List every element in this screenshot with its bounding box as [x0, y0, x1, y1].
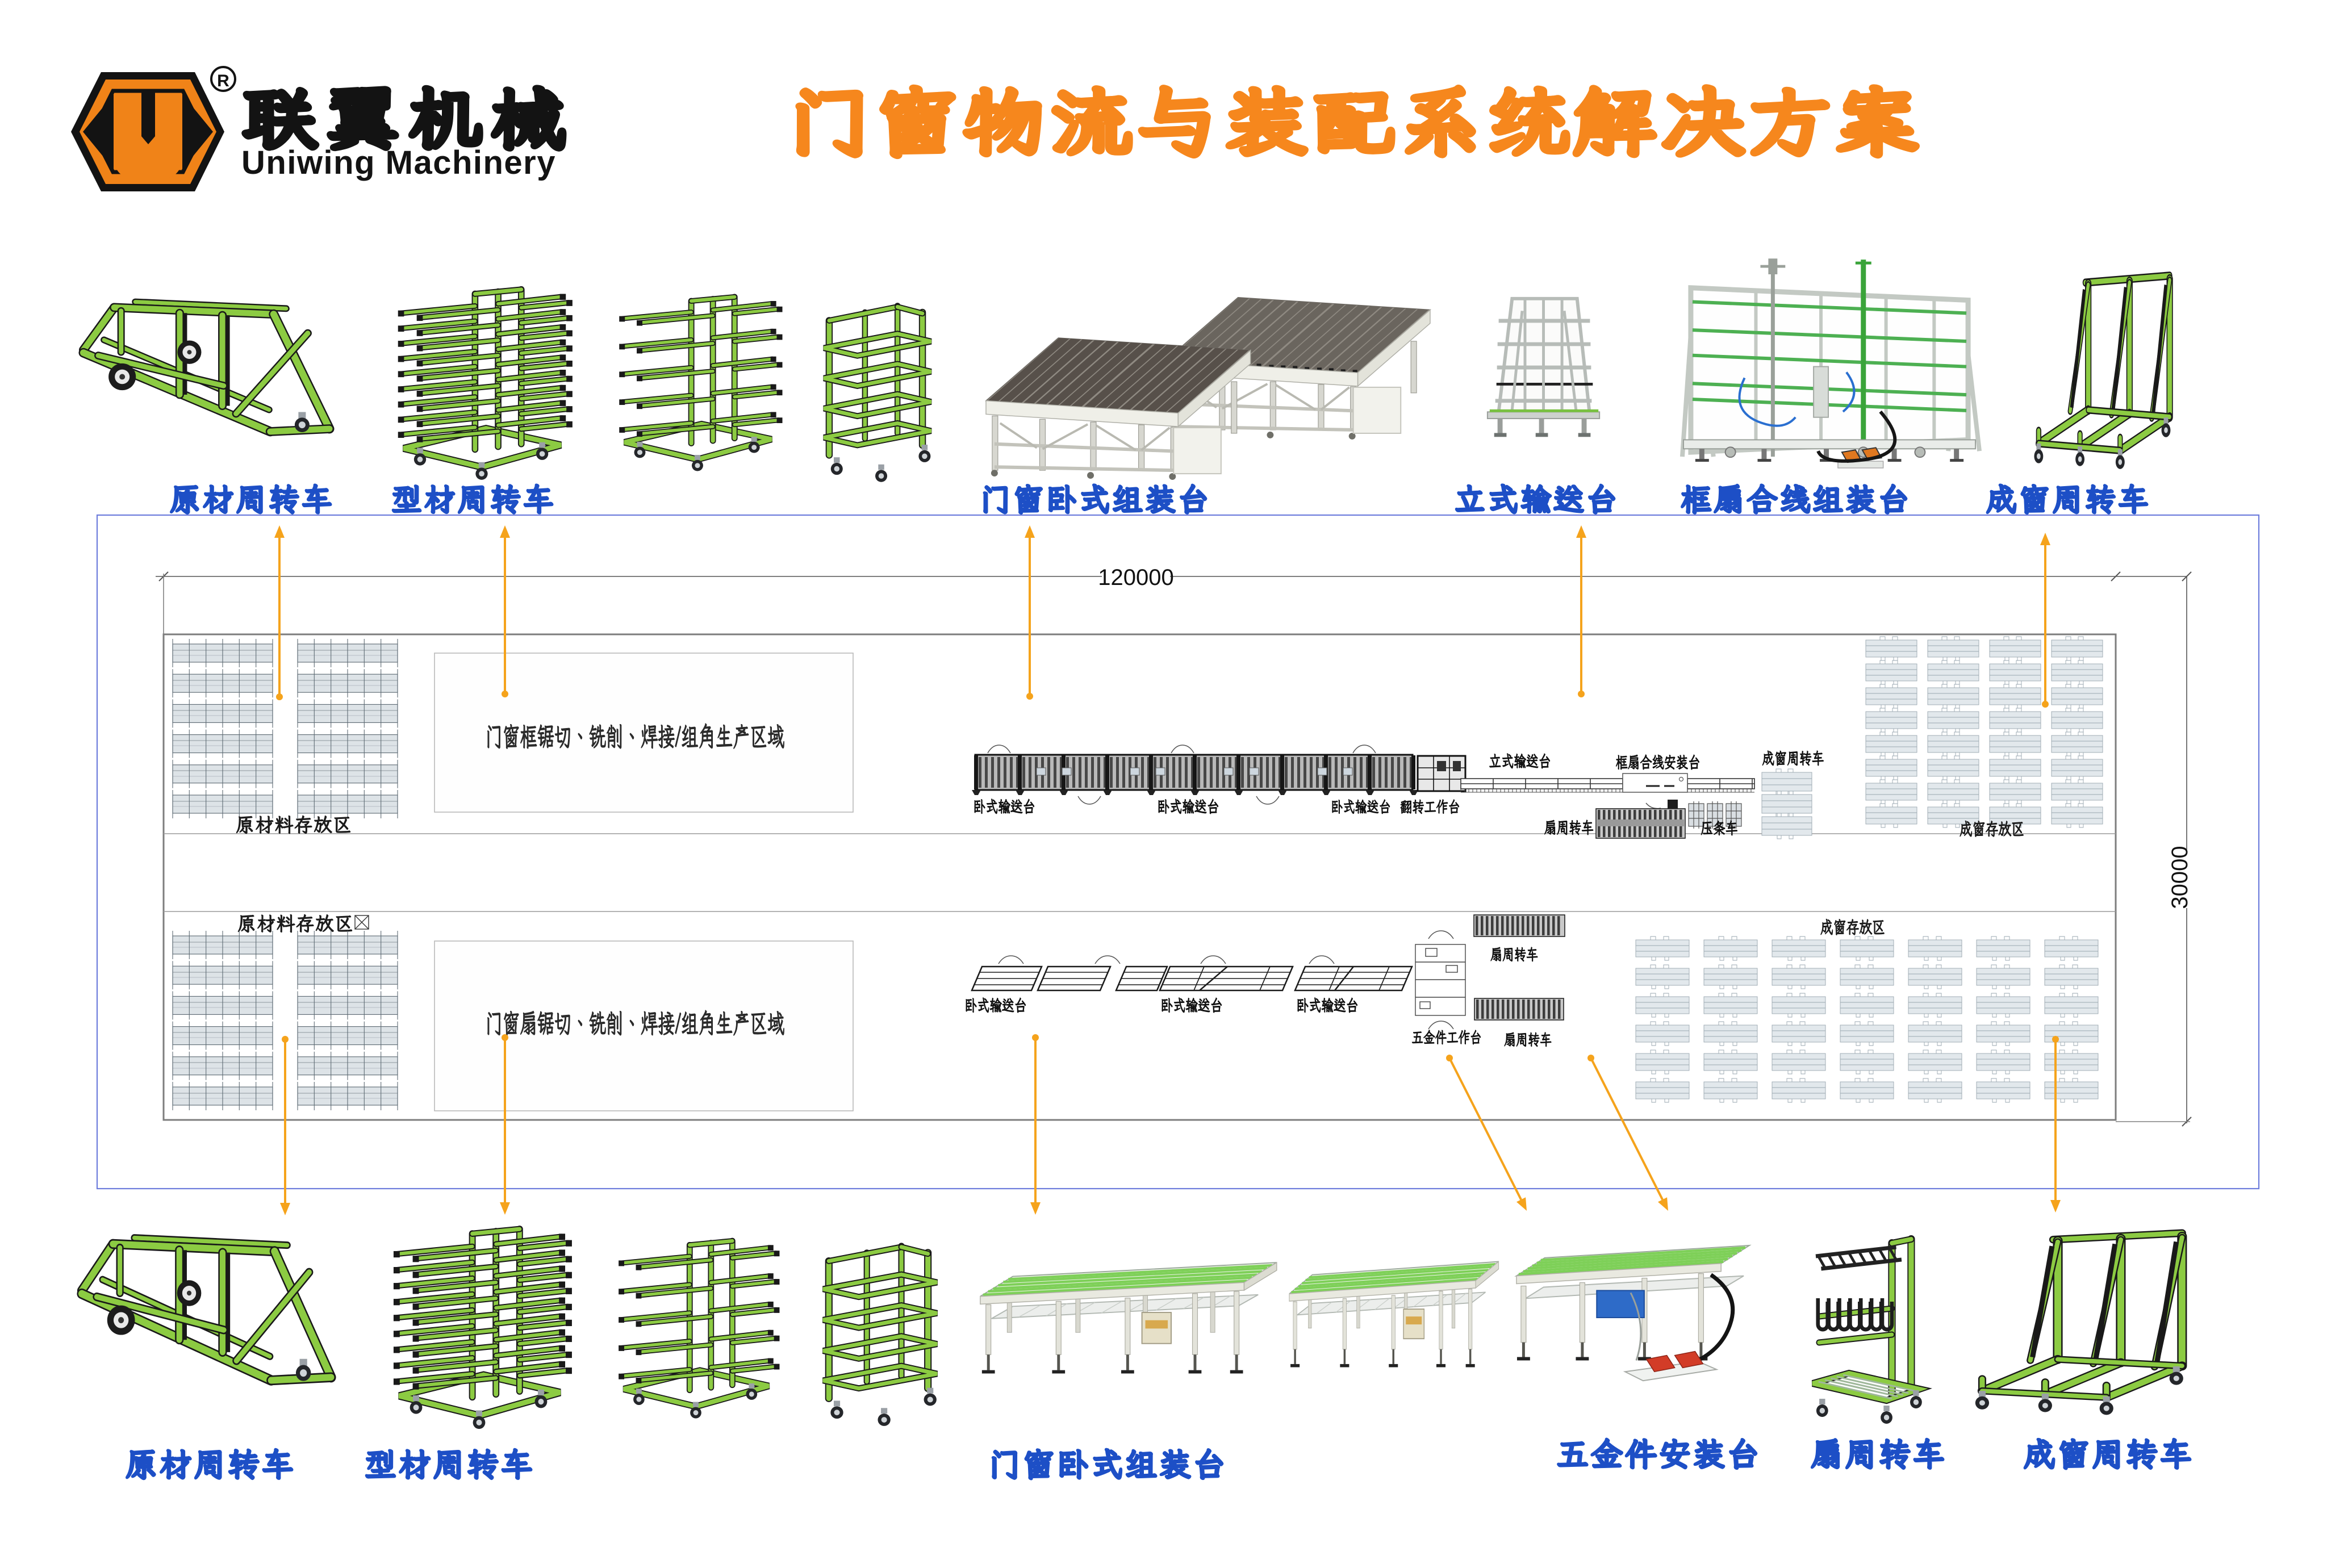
svg-text:30000: 30000 [2167, 846, 2192, 909]
svg-text:R: R [217, 72, 229, 90]
svg-text:120000: 120000 [1098, 565, 1173, 590]
svg-text:Uniwing Machinery: Uniwing Machinery [241, 144, 556, 181]
